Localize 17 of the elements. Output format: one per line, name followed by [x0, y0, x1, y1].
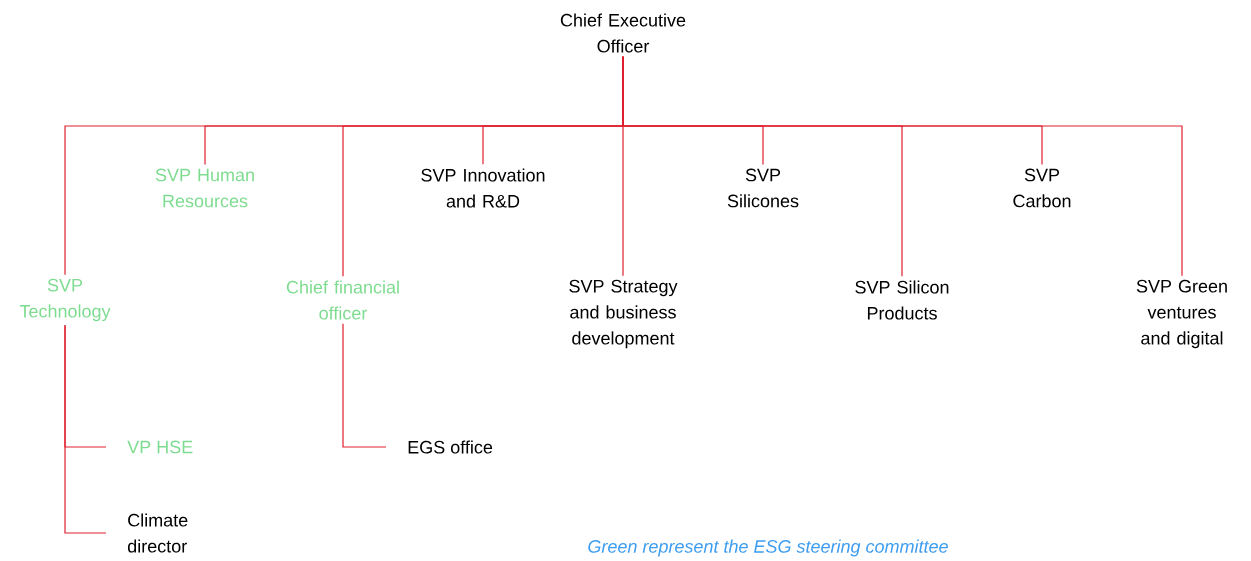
connector-line: [342, 323, 387, 448]
role-label: SVP Green ventures and digital: [1136, 279, 1227, 349]
role-label: Chief Executive Officer: [560, 13, 686, 53]
caption: Green represent the ESG steering committee: [588, 539, 948, 557]
connector-line: [622, 56, 1183, 277]
role-label: SVP Technology: [19, 278, 111, 322]
role-label: VP HSE: [127, 440, 193, 454]
role-label: SVP Strategy and business development: [569, 279, 678, 349]
connector-line: [64, 324, 107, 534]
role-label: Chief financial officer: [286, 280, 399, 320]
role-label: SVP Silicones: [727, 168, 799, 208]
role-label: SVP Carbon: [1013, 168, 1071, 208]
role-label: SVP Silicon Products: [855, 280, 949, 320]
role-label: SVP Human Resources: [155, 168, 254, 208]
role-label: Climate director: [127, 513, 188, 553]
role-label: SVP Innovation and R&D: [421, 168, 545, 208]
role-label: EGS office: [408, 440, 493, 454]
